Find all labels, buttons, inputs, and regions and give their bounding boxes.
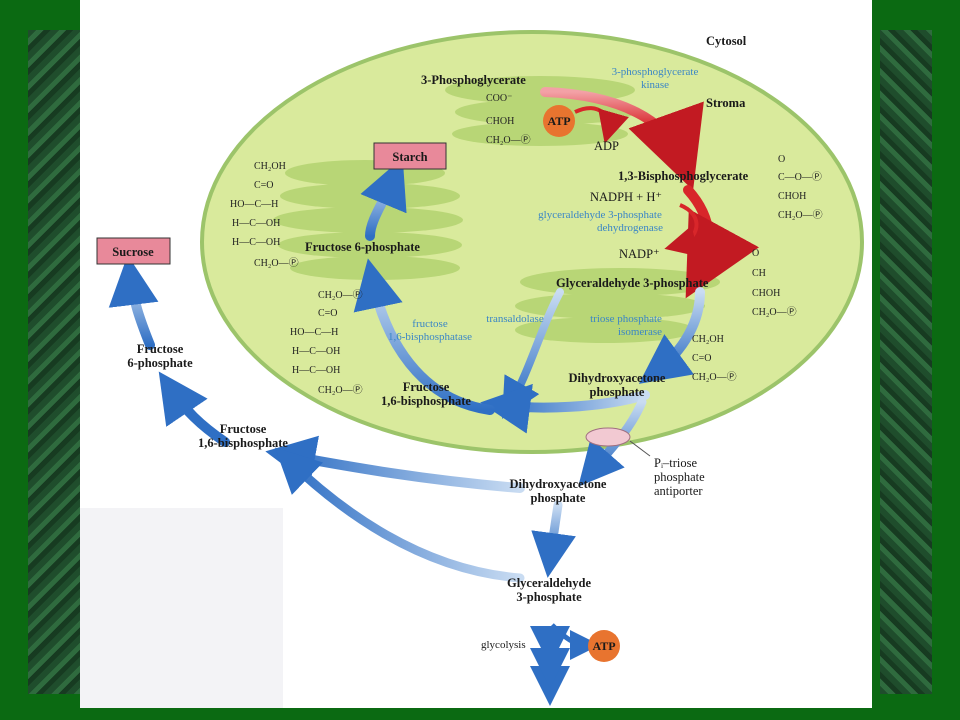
fbpase-label-2: 1,6-bisphosphatase xyxy=(388,331,472,343)
arrow-atp-to-adp xyxy=(574,106,629,144)
svg-text:CH₂O—Ⓟ: CH₂O—Ⓟ xyxy=(318,384,363,396)
svg-text:H—C—OH: H—C—OH xyxy=(292,365,340,376)
arrow-fbp-to-f6p-cyt xyxy=(158,371,230,447)
gapdh-label-2: dehydrogenase xyxy=(597,222,663,234)
stroma-label: Stroma xyxy=(706,96,746,110)
f6p-stroma-label: Fructose 6-phosphate xyxy=(305,240,420,254)
g3p-cyt-label-1: Glyceraldehyde xyxy=(507,576,591,590)
svg-text:C=O: C=O xyxy=(692,353,712,364)
atp-stroma-circle xyxy=(543,105,575,137)
arrow-pga-to-bpg xyxy=(540,87,704,191)
atp-cytosol-circle xyxy=(588,630,620,662)
fbp-stroma-label-1: Fructose xyxy=(403,380,450,394)
f6p-cyt-label-1: Fructose xyxy=(137,342,184,356)
g3p-stroma-label: Glyceraldehyde 3-phosphate xyxy=(556,276,709,290)
gapdh-label-1: glyceraldehyde 3-phosphate xyxy=(538,209,662,221)
fbp-cyt-label-2: 1,6-bisphosphate xyxy=(198,436,288,450)
svg-text:CH₂O—Ⓟ: CH₂O—Ⓟ xyxy=(486,134,531,146)
g3p-structure: O CH CHOH CH₂O—Ⓟ xyxy=(752,248,797,318)
dhap-structure: CH₂OH C=O CH₂O—Ⓟ xyxy=(692,334,737,383)
svg-text:CHOH: CHOH xyxy=(752,288,780,299)
fbp-cyt-label-1: Fructose xyxy=(220,422,267,436)
arrow-g3p-to-fbp-cyt xyxy=(275,447,525,583)
svg-text:C=O: C=O xyxy=(318,308,338,319)
sucrose-box xyxy=(96,237,171,265)
atp-stroma-label: ATP xyxy=(547,114,570,128)
arrow-g3p-to-dhap xyxy=(638,287,705,384)
tpi-label-2: isomerase xyxy=(618,326,662,338)
bpg-structure: O C—O—Ⓟ CHOH CH₂O—Ⓟ xyxy=(778,154,823,221)
f6p-structure: CH₂OH C=O HO—C—H H—C—OH H—C—OH CH₂O—Ⓟ xyxy=(230,161,299,269)
bpg-label: 1,3-Bisphosphoglycerate xyxy=(618,169,749,183)
svg-text:C—O—Ⓟ: C—O—Ⓟ xyxy=(778,171,822,183)
marble-border-right xyxy=(880,30,932,694)
dhap-stroma-label-2: phosphate xyxy=(590,385,645,399)
antiporter xyxy=(585,427,651,457)
nadp-label: NADP⁺ xyxy=(619,247,660,261)
antiporter-label-3: antiporter xyxy=(654,484,703,498)
svg-text:CH: CH xyxy=(752,268,766,279)
fbp-structure: CH₂O—Ⓟ C=O HO—C—H H—C—OH H—C—OH CH₂O—Ⓟ xyxy=(290,289,363,396)
arrow-f6p-to-starch xyxy=(360,157,407,241)
dhap-cyt-label-1: Dihydroxyacetone xyxy=(510,477,607,491)
arrow-nadph-to-nadp xyxy=(664,203,700,257)
svg-text:HO—C—H: HO—C—H xyxy=(290,327,338,338)
svg-text:O: O xyxy=(752,248,759,259)
svg-text:O: O xyxy=(778,154,785,165)
svg-text:CH₂O—Ⓟ: CH₂O—Ⓟ xyxy=(254,257,299,269)
svg-text:CHOH: CHOH xyxy=(778,191,806,202)
pga-structure: COO⁻ CHOH CH₂O—Ⓟ xyxy=(486,93,531,146)
adp-label: ADP xyxy=(594,139,619,153)
svg-text:H—C—OH: H—C—OH xyxy=(232,218,280,229)
svg-text:CH₂OH: CH₂OH xyxy=(692,334,724,345)
svg-text:CH₂OH: CH₂OH xyxy=(254,161,286,172)
starch-label: Starch xyxy=(392,150,427,164)
f6p-cyt-label-2: 6-phosphate xyxy=(127,356,193,370)
dhap-cyt-label-2: phosphate xyxy=(531,491,586,505)
fbpase-label-1: fructose xyxy=(412,318,448,330)
cytosol-label: Cytosol xyxy=(706,34,747,48)
pga-label: 3-Phosphoglycerate xyxy=(421,73,526,87)
marble-border-left xyxy=(28,30,80,694)
transaldolase-label: transaldolase xyxy=(486,313,544,325)
arrow-dhap-to-fbp xyxy=(480,383,650,434)
nadph-label: NADPH + H⁺ xyxy=(590,190,662,204)
svg-text:C=O: C=O xyxy=(254,180,274,191)
starch-box xyxy=(373,142,447,170)
svg-text:CH₂O—Ⓟ: CH₂O—Ⓟ xyxy=(778,209,823,221)
glycolysis-label: glycolysis xyxy=(481,639,526,651)
svg-text:CH₂O—Ⓟ: CH₂O—Ⓟ xyxy=(318,289,363,301)
pgk-label-1: 3-phosphoglycerate xyxy=(612,66,699,78)
dhap-stroma-label-1: Dihydroxyacetone xyxy=(569,371,666,385)
arrow-bpg-to-g3p xyxy=(683,185,760,299)
svg-text:CHOH: CHOH xyxy=(486,116,514,127)
arrow-f6p-to-sucrose xyxy=(108,255,159,350)
svg-text:CH₂O—Ⓟ: CH₂O—Ⓟ xyxy=(692,371,737,383)
svg-text:H—C—OH: H—C—OH xyxy=(292,346,340,357)
tpi-label-1: triose phosphate xyxy=(590,313,662,325)
atp-cytosol-label: ATP xyxy=(592,639,615,653)
arrow-to-atp-cyt xyxy=(550,623,600,660)
fbp-stroma-label-2: 1,6-bisphosphate xyxy=(381,394,471,408)
svg-text:CH₂O—Ⓟ: CH₂O—Ⓟ xyxy=(752,306,797,318)
faded-caption-area xyxy=(80,508,283,708)
pgk-label-2: kinase xyxy=(641,79,669,91)
arrow-fbp-to-f6p xyxy=(353,258,495,415)
svg-text:COO⁻: COO⁻ xyxy=(486,93,512,104)
svg-text:H—C—OH: H—C—OH xyxy=(232,237,280,248)
arrow-dhap-to-g3p-cyt xyxy=(531,500,576,578)
sucrose-label: Sucrose xyxy=(112,245,154,259)
antiporter-label-2: phosphate xyxy=(654,470,705,484)
g3p-cyt-label-2: 3-phosphate xyxy=(516,590,582,604)
antiporter-label-1: Pᵢ–triose xyxy=(654,456,697,470)
svg-text:HO—C—H: HO—C—H xyxy=(230,199,278,210)
